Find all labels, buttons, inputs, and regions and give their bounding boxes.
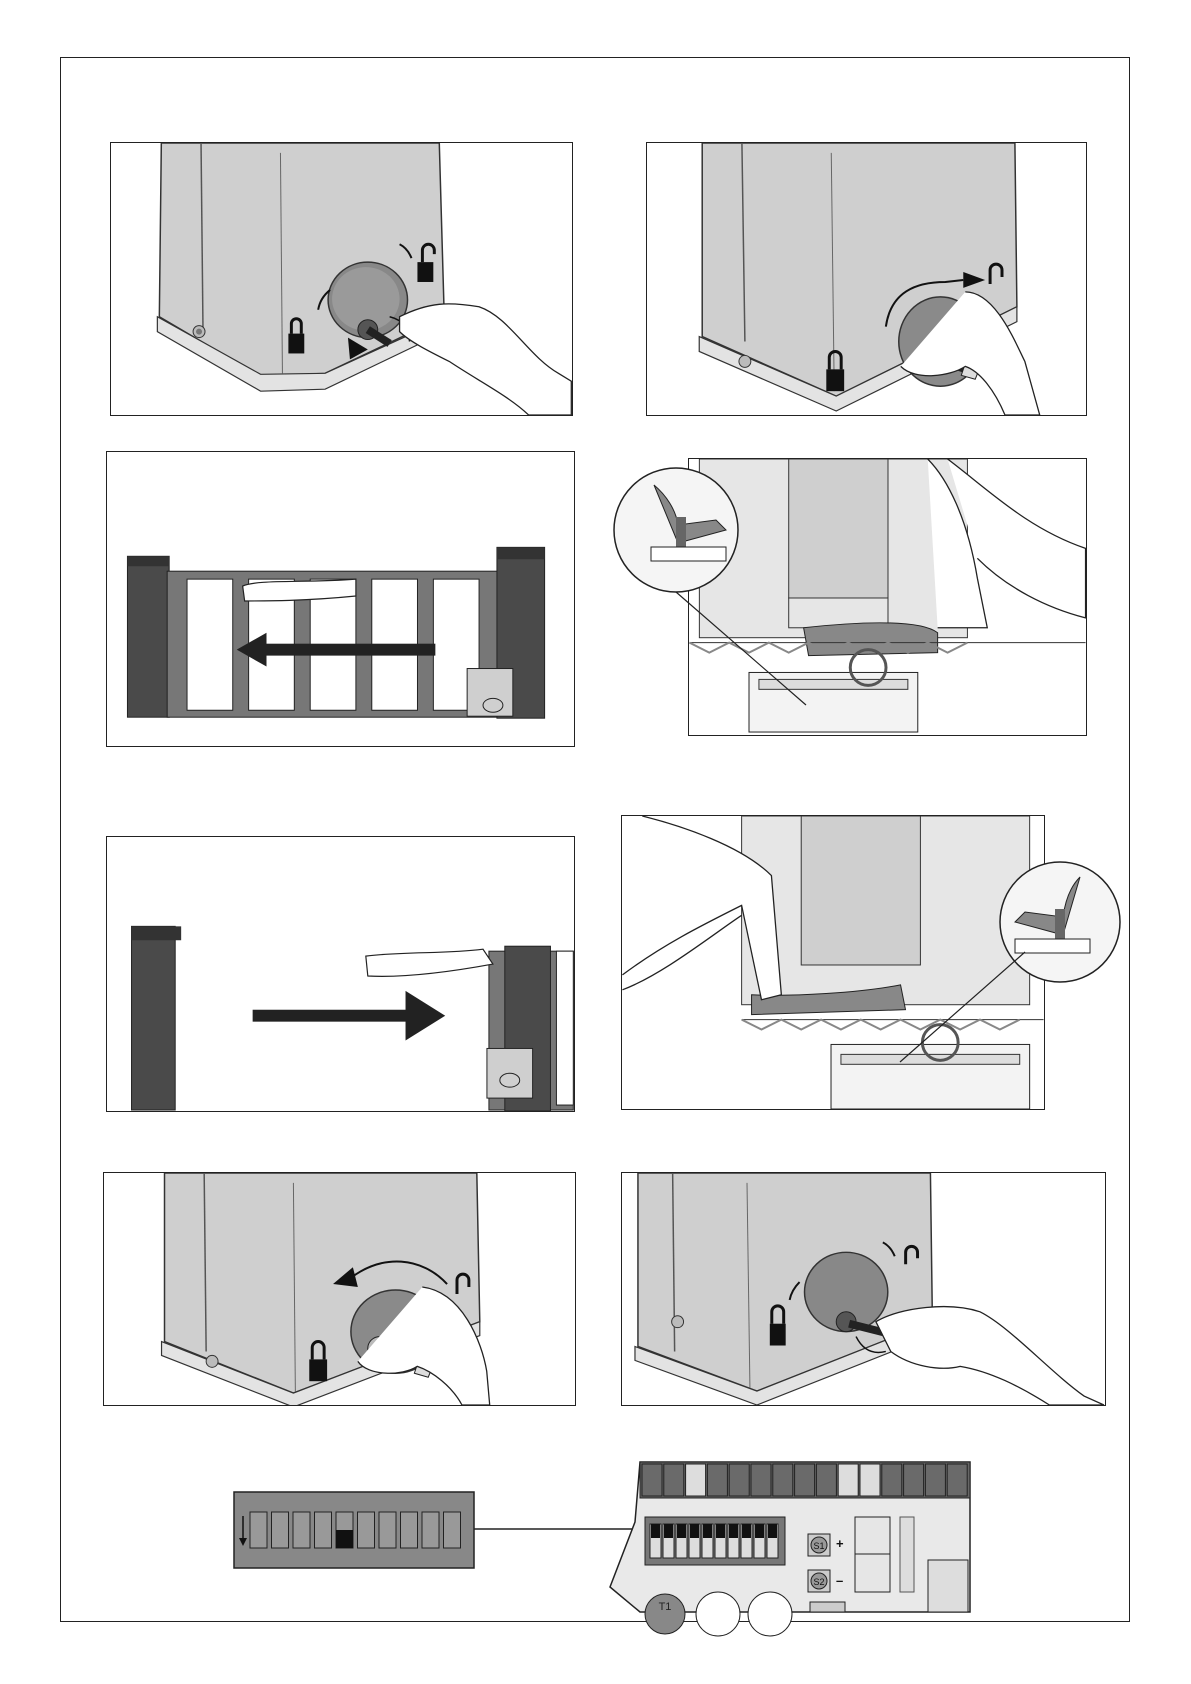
limit-switch-illustration-2	[622, 816, 1044, 1109]
dip-switch-slot	[272, 1512, 289, 1548]
dip-switch-slot	[422, 1512, 439, 1548]
terminal-screw	[925, 1464, 945, 1496]
motor-knob-lock-illustration	[104, 1173, 575, 1405]
figure-knob-lock	[103, 1172, 576, 1406]
terminal-screw	[751, 1464, 771, 1496]
gate-open-illustration	[107, 837, 574, 1111]
terminal-screw	[947, 1464, 967, 1496]
dip-switch-knob-on	[336, 1530, 353, 1548]
board-dip-knob	[742, 1524, 751, 1538]
terminal-screw	[664, 1464, 684, 1496]
figure-key-remove	[621, 1172, 1106, 1406]
control-board: S1 + S2 – T1	[610, 1462, 970, 1612]
button-s1-label: S1	[813, 1541, 824, 1551]
board-dip-knob	[755, 1524, 764, 1538]
terminal-screw	[838, 1464, 858, 1496]
terminal-screw	[882, 1464, 902, 1496]
board-dip-knob	[768, 1524, 777, 1538]
board-dip-knob	[729, 1524, 738, 1538]
terminal-t1-label: T1	[659, 1601, 672, 1613]
terminal-screw	[816, 1464, 836, 1496]
motor-key-illustration	[111, 143, 572, 415]
board-dip-knob	[716, 1524, 725, 1538]
terminal-screw	[686, 1464, 706, 1496]
terminal-screw	[904, 1464, 924, 1496]
zoom-detail-bottom	[985, 857, 1135, 987]
dip-switch-slot	[293, 1512, 310, 1548]
board-dip-knob	[651, 1524, 660, 1538]
dip-switch-slot	[379, 1512, 396, 1548]
dip-switch-slot	[444, 1512, 461, 1548]
terminal-screw	[729, 1464, 749, 1496]
figure-gate-open	[106, 836, 575, 1112]
terminal-screw	[860, 1464, 880, 1496]
figure-limit-switch-left	[688, 458, 1087, 736]
dip-switch-slot	[401, 1512, 418, 1548]
terminal-block	[640, 1462, 970, 1498]
dip-switch-slot	[250, 1512, 267, 1548]
zoom-detail-top	[606, 465, 746, 595]
figure-limit-switch-right	[621, 815, 1045, 1110]
button-s2-label: S2	[813, 1577, 824, 1587]
dip-switch-panel	[234, 1492, 474, 1568]
board-dip-knob	[703, 1524, 712, 1538]
motor-key-remove-illustration	[622, 1173, 1105, 1405]
minus-label: –	[836, 1573, 843, 1588]
limit-switch-illustration	[689, 459, 1086, 735]
figure-key-unlock	[110, 142, 573, 416]
figure-gate-close	[106, 451, 575, 747]
board-dip-knob	[664, 1524, 673, 1538]
terminal-screw	[642, 1464, 662, 1496]
figure-knob-turn	[646, 142, 1087, 416]
board-dip-knob	[690, 1524, 699, 1538]
terminal-screw	[707, 1464, 727, 1496]
board-dip-knob	[677, 1524, 686, 1538]
terminal-screw	[795, 1464, 815, 1496]
dip-switch-slot	[315, 1512, 332, 1548]
terminal-screw	[773, 1464, 793, 1496]
gate-close-illustration	[107, 452, 574, 746]
motor-knob-illustration	[647, 143, 1086, 415]
plus-label: +	[836, 1536, 844, 1551]
dip-switch-slot	[358, 1512, 375, 1548]
